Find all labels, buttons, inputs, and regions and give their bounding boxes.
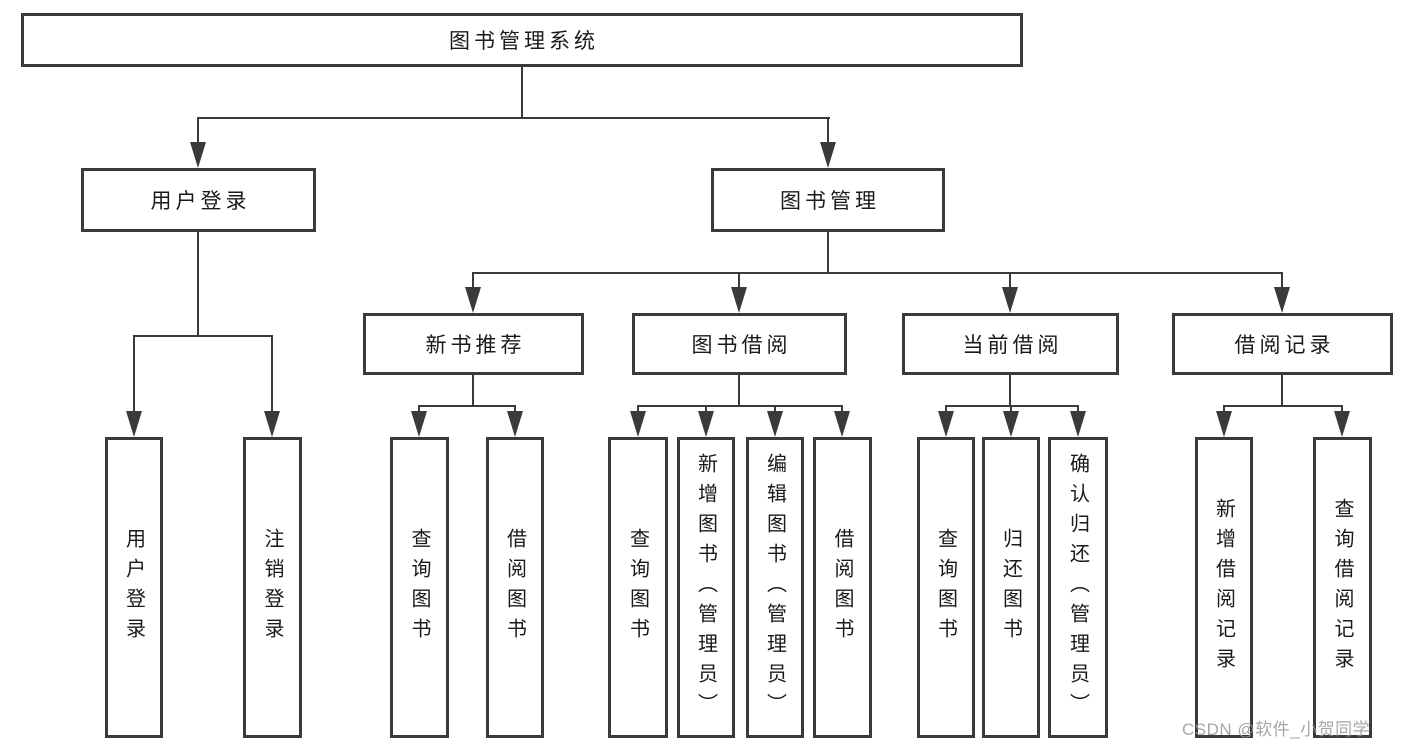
connector-shaft <box>1223 405 1225 414</box>
leaf-add-books-admin: 新增图书（管理员） <box>677 437 735 738</box>
leaf-logout: 注销登录 <box>243 437 302 738</box>
leaf-confirm-return-admin: 确认归还（管理员） <box>1048 437 1108 738</box>
node-label: 新书推荐 <box>425 334 526 357</box>
arrowhead-down-icon <box>1003 411 1019 437</box>
leaf-label: 查询图书 <box>626 527 649 648</box>
connector-hline <box>1223 405 1343 407</box>
connector-shaft <box>1341 405 1343 414</box>
leaf-label: 借阅图书 <box>503 527 526 648</box>
node-book-management: 图书管理 <box>711 168 945 232</box>
connector-shaft <box>1077 405 1079 414</box>
connector-shaft <box>1281 272 1283 289</box>
arrowhead-down-icon <box>1002 287 1018 313</box>
connector-shaft <box>133 335 135 413</box>
arrowhead-down-icon <box>630 411 646 437</box>
leaf-label: 归还图书 <box>999 527 1022 648</box>
arrowhead-down-icon <box>938 411 954 437</box>
arrowhead-down-icon <box>1070 411 1086 437</box>
node-label: 图书管理 <box>780 190 880 213</box>
leaf-edit-books-admin: 编辑图书（管理员） <box>746 437 804 738</box>
arrowhead-down-icon <box>1274 287 1290 313</box>
leaf-label: 新增借阅记录 <box>1212 497 1235 678</box>
arrowhead-down-icon <box>767 411 783 437</box>
connector-shaft <box>827 117 829 144</box>
arrowhead-down-icon <box>190 142 206 168</box>
connector-shaft <box>945 405 947 414</box>
arrowhead-down-icon <box>731 287 747 313</box>
connector-vline <box>827 232 829 272</box>
connector-hline <box>418 405 516 407</box>
arrowhead-down-icon <box>264 411 280 437</box>
node-label: 图书管理系统 <box>449 30 599 53</box>
leaf-label: 查询图书 <box>408 527 430 648</box>
connector-shaft <box>472 272 474 289</box>
leaf-borrow-books-recommend: 借阅图书 <box>486 437 544 738</box>
connector-shaft <box>1009 272 1011 289</box>
connector-shaft <box>774 405 776 414</box>
connector-vline <box>197 232 199 335</box>
node-library-management-system: 图书管理系统 <box>21 13 1023 67</box>
leaf-user-login: 用户登录 <box>105 437 163 738</box>
connector-shaft <box>841 405 843 414</box>
leaf-add-borrow-record: 新增借阅记录 <box>1195 437 1253 738</box>
arrowhead-down-icon <box>411 411 427 437</box>
connector-hline <box>133 335 273 337</box>
node-book-borrowing: 图书借阅 <box>632 313 847 375</box>
leaf-borrow-books-borrowing: 借阅图书 <box>813 437 872 738</box>
csdn-watermark: CSDN @软件_小贺同学 <box>1182 720 1371 739</box>
connector-shaft <box>418 405 420 414</box>
connector-shaft <box>197 117 199 144</box>
leaf-query-books-current: 查询图书 <box>917 437 975 738</box>
connector-vline <box>738 375 740 405</box>
leaf-query-books-borrowing: 查询图书 <box>608 437 668 738</box>
leaf-label: 新增图书（管理员） <box>694 452 717 723</box>
connector-shaft <box>705 405 707 414</box>
leaf-label: 注销登录 <box>261 527 283 648</box>
leaf-label: 查询图书 <box>934 527 957 648</box>
arrowhead-down-icon <box>820 142 836 168</box>
leaf-label: 确认归还（管理员） <box>1066 452 1089 723</box>
connector-vline <box>521 67 523 117</box>
arrowhead-down-icon <box>1334 411 1350 437</box>
leaf-query-books-recommend: 查询图书 <box>390 437 449 738</box>
connector-hline <box>945 405 1079 407</box>
leaf-query-borrow-record: 查询借阅记录 <box>1313 437 1372 738</box>
node-label: 借阅记录 <box>1234 334 1335 357</box>
node-new-book-recommend: 新书推荐 <box>363 313 584 375</box>
node-label: 用户登录 <box>150 190 251 213</box>
connector-shaft <box>1010 405 1012 414</box>
connector-hline <box>637 405 843 407</box>
arrowhead-down-icon <box>507 411 523 437</box>
connector-hline <box>197 117 830 119</box>
connector-hline <box>472 272 1283 274</box>
leaf-label: 查询借阅记录 <box>1331 497 1353 678</box>
node-borrowing-records: 借阅记录 <box>1172 313 1393 375</box>
node-label: 当前借阅 <box>962 334 1063 357</box>
node-user-login: 用户登录 <box>81 168 316 232</box>
leaf-return-books: 归还图书 <box>982 437 1040 738</box>
connector-shaft <box>514 405 516 414</box>
connector-shaft <box>738 272 740 289</box>
connector-vline <box>1281 375 1283 405</box>
arrowhead-down-icon <box>126 411 142 437</box>
arrowhead-down-icon <box>1216 411 1232 437</box>
connector-shaft <box>271 335 273 413</box>
node-current-borrowing: 当前借阅 <box>902 313 1119 375</box>
arrowhead-down-icon <box>834 411 850 437</box>
arrowhead-down-icon <box>698 411 714 437</box>
leaf-label: 借阅图书 <box>831 527 853 648</box>
connector-shaft <box>637 405 639 414</box>
arrowhead-down-icon <box>465 287 481 313</box>
leaf-label: 编辑图书（管理员） <box>763 452 786 723</box>
leaf-label: 用户登录 <box>122 527 145 648</box>
connector-vline <box>472 375 474 405</box>
connector-vline <box>1009 375 1011 405</box>
node-label: 图书借阅 <box>691 334 792 357</box>
